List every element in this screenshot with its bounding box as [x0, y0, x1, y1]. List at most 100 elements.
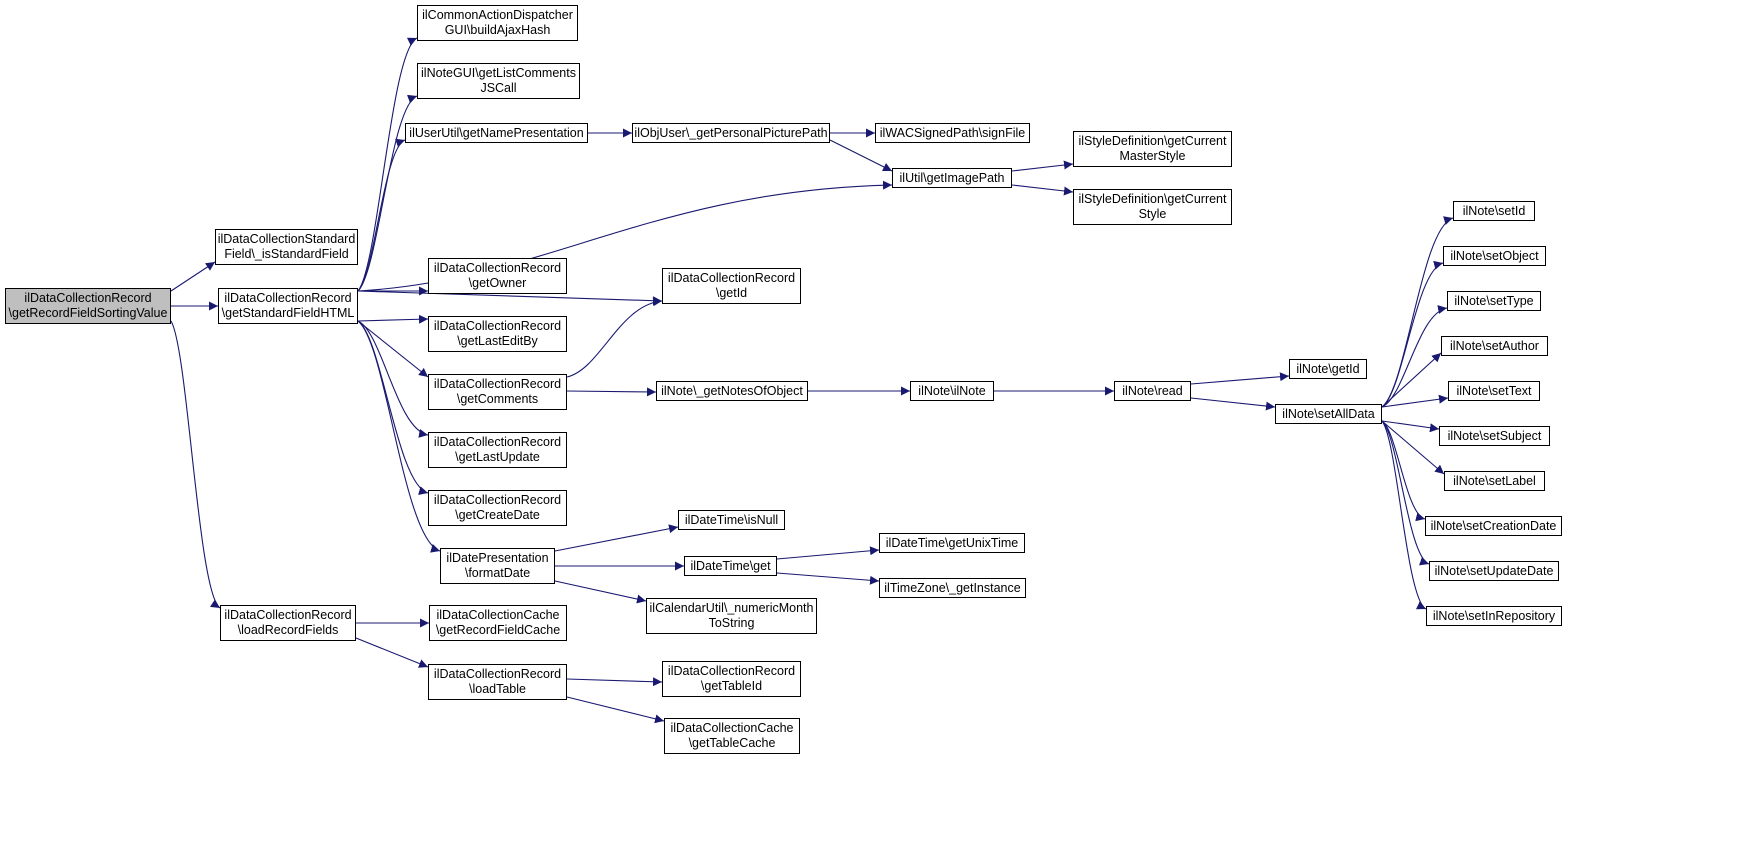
node-ilNote-setAllData[interactable]: ilNote\setAllData [1275, 404, 1382, 424]
node-label-line: ilWACSignedPath\signFile [879, 125, 1026, 140]
node-timeZone-getInstance[interactable]: ilTimeZone\_getInstance [879, 578, 1026, 598]
node-isNull[interactable]: ilDateTime\isNull [678, 510, 785, 530]
edge-setAll-to-setRepo [1381, 420, 1427, 610]
node-label-line: ilNote\_getNotesOfObject [661, 383, 803, 398]
node-getCreateDate[interactable]: ilDataCollectionRecord \getCreateDate [428, 490, 567, 526]
node-label-line: ilDataCollectionCache [436, 608, 560, 622]
edge-getStd-to-comments [357, 320, 429, 378]
node-getOwner[interactable]: ilDataCollectionRecord \getOwner [428, 258, 567, 294]
node-getNotesOfObject[interactable]: ilNote\_getNotesOfObject [656, 381, 808, 401]
node-dateTime-get[interactable]: ilDateTime\get [684, 556, 777, 576]
node-label-line: \getLastEditBy [457, 334, 538, 348]
node-label-line: ilStyleDefinition\getCurrent [1078, 134, 1227, 148]
node-label-line: ilDataCollectionRecord [433, 435, 562, 449]
node-label-line: ilNote\setType [1454, 293, 1534, 308]
node-label-line: ilNote\setUpdateDate [1434, 563, 1554, 578]
node-label-line: \getRecordFieldCache [435, 623, 561, 637]
node-getTableCache[interactable]: ilDataCollectionCache \getTableCache [664, 718, 800, 754]
node-label-line: ilStyleDefinition\getCurrent [1078, 192, 1227, 206]
node-label-line: ilTimeZone\_getInstance [884, 580, 1021, 595]
node-label-line: ilDateTime\isNull [684, 512, 779, 527]
edge-setAll-to-setCre [1381, 420, 1426, 522]
edge-setAll-to-setLabel [1381, 420, 1445, 475]
node-ilNote-setInRepository[interactable]: ilNote\setInRepository [1426, 606, 1562, 626]
node-ilNote-getId[interactable]: ilNote\getId [1289, 359, 1367, 379]
edge-getStd-to-lastEdit [357, 314, 429, 324]
edge-loadTbl-to-tblId [566, 677, 663, 687]
node-ilNote-setText[interactable]: ilNote\setText [1448, 381, 1540, 401]
node-label-line: \getTableCache [688, 736, 776, 750]
node-label-line: ilNote\setText [1456, 383, 1532, 398]
node-label-line: ilNoteGUI\getListComments [421, 66, 576, 80]
node-getCurrentStyle[interactable]: ilStyleDefinition\getCurrent Style [1073, 189, 1232, 225]
node-ilNote-constructor[interactable]: ilNote\ilNote [910, 381, 994, 401]
node-label-line: ilDataCollectionCache [670, 721, 794, 735]
node-label-line: ilNote\setAuthor [1450, 338, 1539, 353]
node-label-line: ilCalendarUtil\_numericMonth [649, 601, 814, 615]
node-getComments[interactable]: ilDataCollectionRecord \getComments [428, 374, 567, 410]
edge-dtGet-to-unixTime [776, 546, 880, 560]
node-ilNote-setObject[interactable]: ilNote\setObject [1443, 246, 1546, 266]
node-label-line: ilDataCollectionRecord [433, 667, 562, 681]
node-label-line: ilDatePresentation [446, 551, 549, 565]
node-label-line: \getComments [456, 392, 539, 406]
edge-getStd-to-fmtDate [357, 320, 441, 553]
node-label-line: ilDataCollectionStandard [217, 232, 356, 246]
node-label-line: ilNote\setObject [1450, 248, 1539, 263]
node-record-getId[interactable]: ilDataCollectionRecord \getId [662, 268, 801, 304]
node-loadRecordFields[interactable]: ilDataCollectionRecord \loadRecordFields [220, 605, 356, 641]
node-getLastEditBy[interactable]: ilDataCollectionRecord \getLastEditBy [428, 316, 567, 352]
edge-imgPath-to-masterSt [1011, 160, 1074, 172]
node-label-line: ilDataCollectionRecord [433, 319, 562, 333]
node-ilNote-setUpdateDate[interactable]: ilNote\setUpdateDate [1429, 561, 1559, 581]
node-label-line: GUI\buildAjaxHash [444, 23, 551, 37]
node-getNamePresentation[interactable]: ilUserUtil\getNamePresentation [405, 123, 588, 143]
node-buildAjaxHash[interactable]: ilCommonActionDispatcher GUI\buildAjaxHa… [417, 5, 578, 41]
node-label-line: MasterStyle [1119, 149, 1186, 163]
node-getCurrentMasterStyle[interactable]: ilStyleDefinition\getCurrent MasterStyle [1073, 131, 1232, 167]
node-label-line: \getOwner [468, 276, 527, 290]
node-ilNote-setId[interactable]: ilNote\setId [1453, 201, 1535, 221]
node-ilNote-setCreationDate[interactable]: ilNote\setCreationDate [1425, 516, 1562, 536]
edge-getStd-to-getId [357, 290, 663, 306]
node-label-line: ilCommonActionDispatcher [422, 8, 573, 22]
edge-loadTbl-to-tblCache [566, 696, 665, 724]
node-label-line: ilNote\setCreationDate [1430, 518, 1557, 533]
node-getTableId[interactable]: ilDataCollectionRecord \getTableId [662, 661, 801, 697]
node-getPersonalPicturePath[interactable]: ilObjUser\_getPersonalPicturePath [632, 123, 830, 143]
edge-setAll-to-setSubj [1381, 420, 1440, 433]
node-label-line: \getCreateDate [455, 508, 540, 522]
node-label-line: ToString [708, 616, 755, 630]
node-label-line: ilDateTime\get [690, 558, 771, 573]
node-formatDate[interactable]: ilDatePresentation \formatDate [440, 548, 555, 584]
node-root-getRecordFieldSortingValue[interactable]: ilDataCollectionRecord \getRecordFieldSo… [5, 288, 171, 324]
node-label-line: ilObjUser\_getPersonalPicturePath [634, 125, 828, 140]
node-ilNote-setLabel[interactable]: ilNote\setLabel [1444, 471, 1545, 491]
edge-imgPath-to-curStyle [1011, 184, 1074, 196]
node-loadTable[interactable]: ilDataCollectionRecord \loadTable [428, 664, 567, 700]
node-ilNote-setType[interactable]: ilNote\setType [1447, 291, 1541, 311]
node-ilNote-setAuthor[interactable]: ilNote\setAuthor [1441, 336, 1548, 356]
node-label-line: ilNote\ilNote [918, 383, 986, 398]
node-isStandardField[interactable]: ilDataCollectionStandard Field\_isStanda… [215, 229, 358, 265]
node-getStandardFieldHTML[interactable]: ilDataCollectionRecord \getStandardField… [218, 288, 358, 324]
node-getListCommentsJSCall[interactable]: ilNoteGUI\getListComments JSCall [417, 63, 580, 99]
node-getUnixTime[interactable]: ilDateTime\getUnixTime [879, 533, 1025, 553]
edge-picPath-to-imgPath [829, 139, 893, 172]
node-getRecordFieldCache[interactable]: ilDataCollectionCache \getRecordFieldCac… [429, 605, 567, 641]
node-label-line: JSCall [480, 81, 517, 95]
node-label-line: ilDataCollectionRecord [224, 608, 352, 622]
node-label-line: \loadRecordFields [237, 623, 339, 637]
node-numericMonthToString[interactable]: ilCalendarUtil\_numericMonth ToString [646, 598, 817, 634]
node-getLastUpdate[interactable]: ilDataCollectionRecord \getLastUpdate [428, 432, 567, 468]
node-ilNote-setSubject[interactable]: ilNote\setSubject [1439, 426, 1550, 446]
node-label-line: ilDataCollectionRecord [224, 291, 352, 305]
node-ilNote-read[interactable]: ilNote\read [1114, 381, 1191, 401]
edge-comments-to-getId [566, 297, 663, 378]
node-signFile[interactable]: ilWACSignedPath\signFile [875, 123, 1030, 143]
node-label-line: ilNote\setSubject [1447, 428, 1542, 443]
node-label-line: ilDataCollectionRecord [433, 261, 562, 275]
node-getImagePath[interactable]: ilUtil\getImagePath [892, 168, 1012, 188]
